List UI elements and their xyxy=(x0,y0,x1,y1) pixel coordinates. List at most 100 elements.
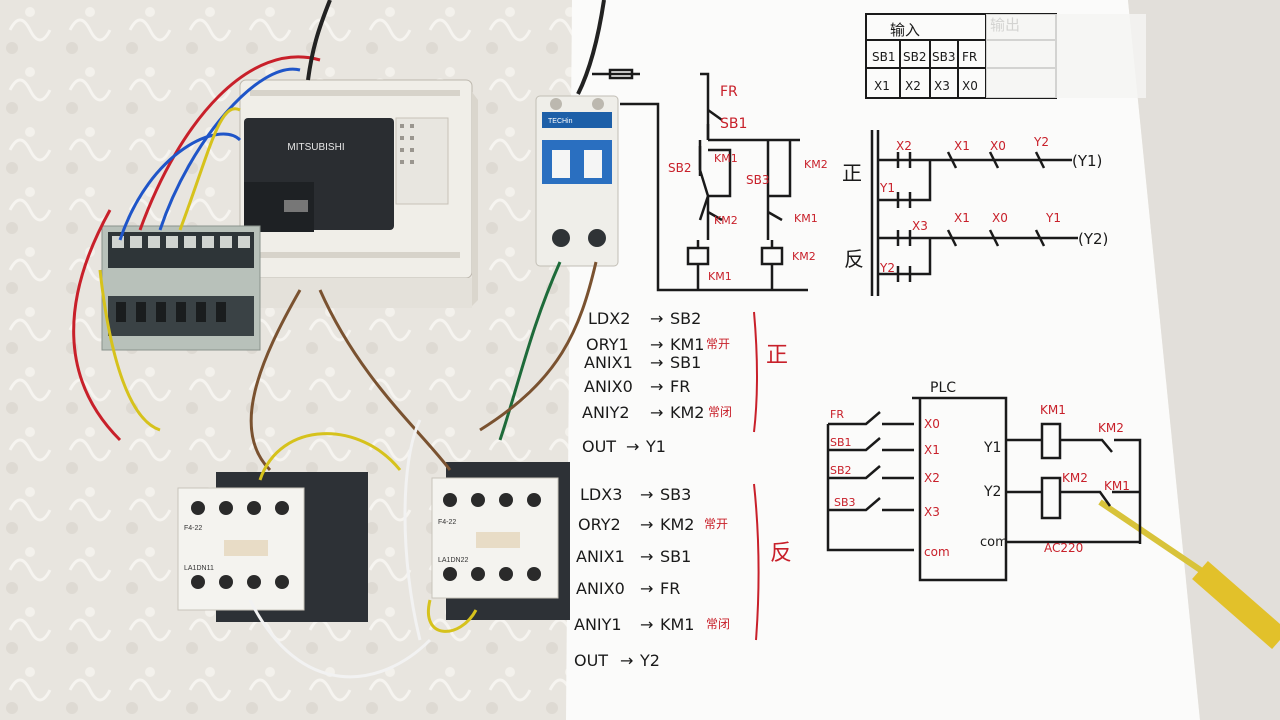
io-address-4: X0 xyxy=(962,79,978,93)
blur-patch xyxy=(986,14,1146,98)
ladder-rev-x3: X3 xyxy=(912,219,928,233)
terminal-strip xyxy=(101,225,261,351)
io-input-header: 输入 xyxy=(890,21,920,39)
svg-text:ANIX0: ANIX0 xyxy=(584,377,633,396)
program-forward-bracket xyxy=(753,311,758,433)
ladder-forward-mark: 正 xyxy=(842,161,862,185)
wiring-switch-sb3: SB3 xyxy=(834,496,856,509)
ladder-diagram xyxy=(870,130,1078,296)
svg-text:FR: FR xyxy=(670,377,690,396)
svg-text:KM1: KM1 xyxy=(670,335,704,354)
svg-text:常开: 常开 xyxy=(706,337,730,351)
relay-circuit xyxy=(592,68,808,292)
ladder-fwd-x2: X2 xyxy=(896,139,912,153)
wiring-plc-label: PLC xyxy=(930,380,956,396)
svg-text:LDX2: LDX2 xyxy=(588,309,630,328)
svg-text:→: → xyxy=(650,353,663,372)
circuit-breaker: TECHin xyxy=(535,95,619,267)
wiring-interlock-km1: KM1 xyxy=(1104,479,1130,493)
program-forward-mark: 正 xyxy=(766,343,788,368)
ladder-rev-y1: Y1 xyxy=(1045,211,1061,225)
ladder-rev-coil: (Y2) xyxy=(1078,230,1108,248)
ladder-reverse-mark: 反 xyxy=(844,247,864,271)
breaker-brand: TECHin xyxy=(548,118,573,125)
wiring-switch-sb1: SB1 xyxy=(830,436,852,449)
svg-text:SB3: SB3 xyxy=(660,485,691,504)
plc-wiring-diagram xyxy=(826,396,1142,582)
wiring-coil-km2: KM2 xyxy=(1062,471,1088,485)
svg-text:→: → xyxy=(650,309,663,328)
wiring-output-com: com xyxy=(980,535,1008,550)
relay-km2-coil: KM2 xyxy=(792,250,816,263)
svg-text:→: → xyxy=(650,403,663,422)
program-line: LDX3 → SB3 xyxy=(580,485,691,504)
ladder-fwd-y2: Y2 xyxy=(1033,135,1049,149)
svg-text:→: → xyxy=(650,377,663,396)
program-line: ANIX0 → FR xyxy=(576,579,680,598)
relay-sb3: SB3 xyxy=(746,173,769,187)
wiring-switch-fr: FR xyxy=(830,408,844,421)
svg-text:→: → xyxy=(650,335,663,354)
relay-km2-interlock: KM2 xyxy=(714,214,738,227)
ladder-fwd-hold: Y1 xyxy=(879,181,895,195)
wiring-output-y2: Y2 xyxy=(983,484,1001,500)
program-line: ANIY1 → KM1 常闭 xyxy=(574,615,730,634)
relay-sb2: SB2 xyxy=(668,161,691,175)
svg-text:ORY2: ORY2 xyxy=(578,515,621,534)
contactor-right-label: LA1DN22 xyxy=(438,557,468,564)
svg-text:ANIX1: ANIX1 xyxy=(576,547,625,566)
program-line: ANIX1 → SB1 xyxy=(584,353,701,372)
relay-km1-coil: KM1 xyxy=(708,270,732,283)
svg-text:KM2: KM2 xyxy=(660,515,694,534)
ladder-fwd-x1: X1 xyxy=(954,139,970,153)
svg-text:常闭: 常闭 xyxy=(708,405,732,419)
ladder-fwd-coil: (Y1) xyxy=(1072,152,1102,170)
wiring-supply: AC220 xyxy=(1044,541,1083,555)
screwdriver xyxy=(1098,499,1280,650)
svg-text:ORY1: ORY1 xyxy=(586,335,629,354)
svg-text:常开: 常开 xyxy=(704,517,728,531)
svg-text:LDX3: LDX3 xyxy=(580,485,622,504)
wiring-cables xyxy=(72,0,606,679)
io-input-1: SB1 xyxy=(872,50,895,64)
program-line: OUT → Y2 xyxy=(574,651,660,670)
svg-text:→: → xyxy=(640,515,653,534)
contactor-left-model: F4-22 xyxy=(184,525,202,532)
wiring-coil-km1: KM1 xyxy=(1040,403,1066,417)
svg-text:→: → xyxy=(640,547,653,566)
svg-text:→: → xyxy=(640,579,653,598)
svg-text:KM1: KM1 xyxy=(660,615,694,634)
contactor-right: F4-22 LA1DN22 xyxy=(431,462,570,620)
io-input-2: SB2 xyxy=(903,50,926,64)
io-address-3: X3 xyxy=(934,79,950,93)
svg-text:SB2: SB2 xyxy=(670,309,701,328)
svg-text:→: → xyxy=(620,651,633,670)
io-input-3: SB3 xyxy=(932,50,955,64)
svg-text:SB1: SB1 xyxy=(660,547,691,566)
relay-km1-contact: KM1 xyxy=(714,152,738,165)
program-line: ANIX1 → SB1 xyxy=(576,547,691,566)
svg-text:Y2: Y2 xyxy=(639,651,660,670)
contactor-left: F4-22 LA1DN11 xyxy=(177,472,368,622)
plc-brand: MITSUBISHI xyxy=(287,142,344,153)
wiring-input-x0: X0 xyxy=(924,417,940,431)
ladder-rev-x0: X0 xyxy=(992,211,1008,225)
program-reverse-bracket xyxy=(753,483,760,641)
io-address-1: X1 xyxy=(874,79,890,93)
ladder-rev-hold: Y2 xyxy=(879,261,895,275)
svg-text:OUT: OUT xyxy=(582,437,616,456)
io-input-4: FR xyxy=(962,50,977,64)
program-line: ANIY2 → KM2 常闭 xyxy=(582,403,732,422)
program-line: LDX2 → SB2 xyxy=(588,309,701,328)
svg-text:Y1: Y1 xyxy=(645,437,666,456)
contactor-left-label: LA1DN11 xyxy=(184,565,214,572)
relay-km1-interlock: KM1 xyxy=(794,212,818,225)
program-line: ORY1 → KM1 常开 xyxy=(586,335,730,354)
relay-km2-contact: KM2 xyxy=(804,158,828,171)
paper-sheet xyxy=(566,0,1200,720)
relay-sb1: SB1 xyxy=(720,116,747,132)
svg-text:KM2: KM2 xyxy=(670,403,704,422)
program-line: OUT → Y1 xyxy=(582,437,666,456)
svg-text:FR: FR xyxy=(660,579,680,598)
svg-text:→: → xyxy=(640,485,653,504)
